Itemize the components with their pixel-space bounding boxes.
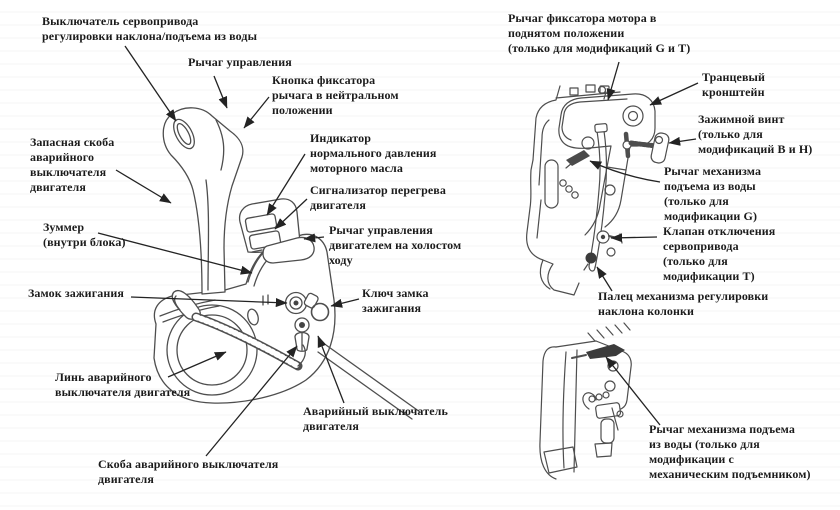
- transom-bracket-drawing: [526, 84, 670, 296]
- label-overheat-alarm: Сигнализатор перегрева двигателя: [310, 183, 446, 212]
- manual-tilt-drawing: [539, 322, 632, 480]
- leader-tilt-lever-g: [589, 160, 661, 183]
- leader-neutral-lock-button: [243, 96, 270, 129]
- leader-servo-trim-switch: [124, 45, 177, 122]
- remote-control-drawing: [153, 107, 421, 420]
- leader-overheat-alarm: [274, 198, 308, 230]
- leader-ignition-lock: [130, 296, 288, 308]
- label-lanyard: Линь аварийного выключателя двигателя: [55, 370, 191, 399]
- leader-tilt-pin: [596, 266, 613, 292]
- label-ignition-key: Ключ замка зажигания: [362, 286, 429, 315]
- label-spare-clip: Запасная скоба аварийного выключателя дв…: [30, 135, 115, 194]
- leader-tilt-lock-lever: [606, 61, 620, 101]
- label-idle-control-lever: Рычаг управления двигателем на холостом …: [329, 223, 462, 267]
- leader-lines: [97, 45, 699, 457]
- label-emergency-clip: Скоба аварийного выключателя двигателя: [98, 457, 279, 486]
- leader-emergency-clip: [205, 345, 298, 457]
- leader-transom-bracket: [649, 82, 699, 106]
- label-servo-trim-switch: Выключатель сервопривода регулировки нак…: [42, 14, 258, 43]
- label-tilt-lock-lever: Рычаг фиксатора мотора в поднятом положе…: [508, 11, 691, 55]
- label-emergency-switch: Аварийный выключатель двигателя: [303, 404, 448, 433]
- label-tilt-lever-g: Рычаг механизма подъема из воды (только …: [664, 164, 762, 223]
- leader-buzzer: [97, 232, 253, 275]
- label-transom-bracket: Транцевый кронштейн: [702, 70, 766, 99]
- leader-lanyard: [167, 351, 227, 378]
- leader-idle-control-lever: [303, 233, 325, 243]
- leader-servo-release-valve: [610, 233, 658, 243]
- label-tilt-pin: Палец механизма регулировки наклона коло…: [598, 289, 769, 318]
- label-tilt-lever-manual: Рычаг механизма подъема из воды (только …: [649, 422, 811, 481]
- leader-clamp-screw: [668, 136, 697, 146]
- label-ignition-lock: Замок зажигания: [28, 286, 124, 300]
- leader-tilt-lever-manual: [605, 356, 661, 426]
- leader-ignition-key: [330, 298, 360, 308]
- leader-spare-clip: [115, 169, 172, 204]
- leader-control-lever: [213, 75, 228, 109]
- label-control-lever: Рычаг управления: [188, 55, 292, 69]
- label-servo-release-valve: Клапан отключения сервопривода (только д…: [663, 224, 776, 283]
- leader-oil-indicator: [266, 153, 306, 216]
- label-clamp-screw: Зажимной винт (только для модификаций В …: [698, 112, 813, 156]
- label-buzzer: Зуммер (внутри блока): [43, 220, 126, 249]
- label-oil-indicator: Индикатор нормального давления моторного…: [310, 131, 437, 175]
- leader-emergency-switch: [317, 335, 345, 404]
- label-neutral-lock-button: Кнопка фиксатора рычага в нейтральном по…: [272, 73, 399, 117]
